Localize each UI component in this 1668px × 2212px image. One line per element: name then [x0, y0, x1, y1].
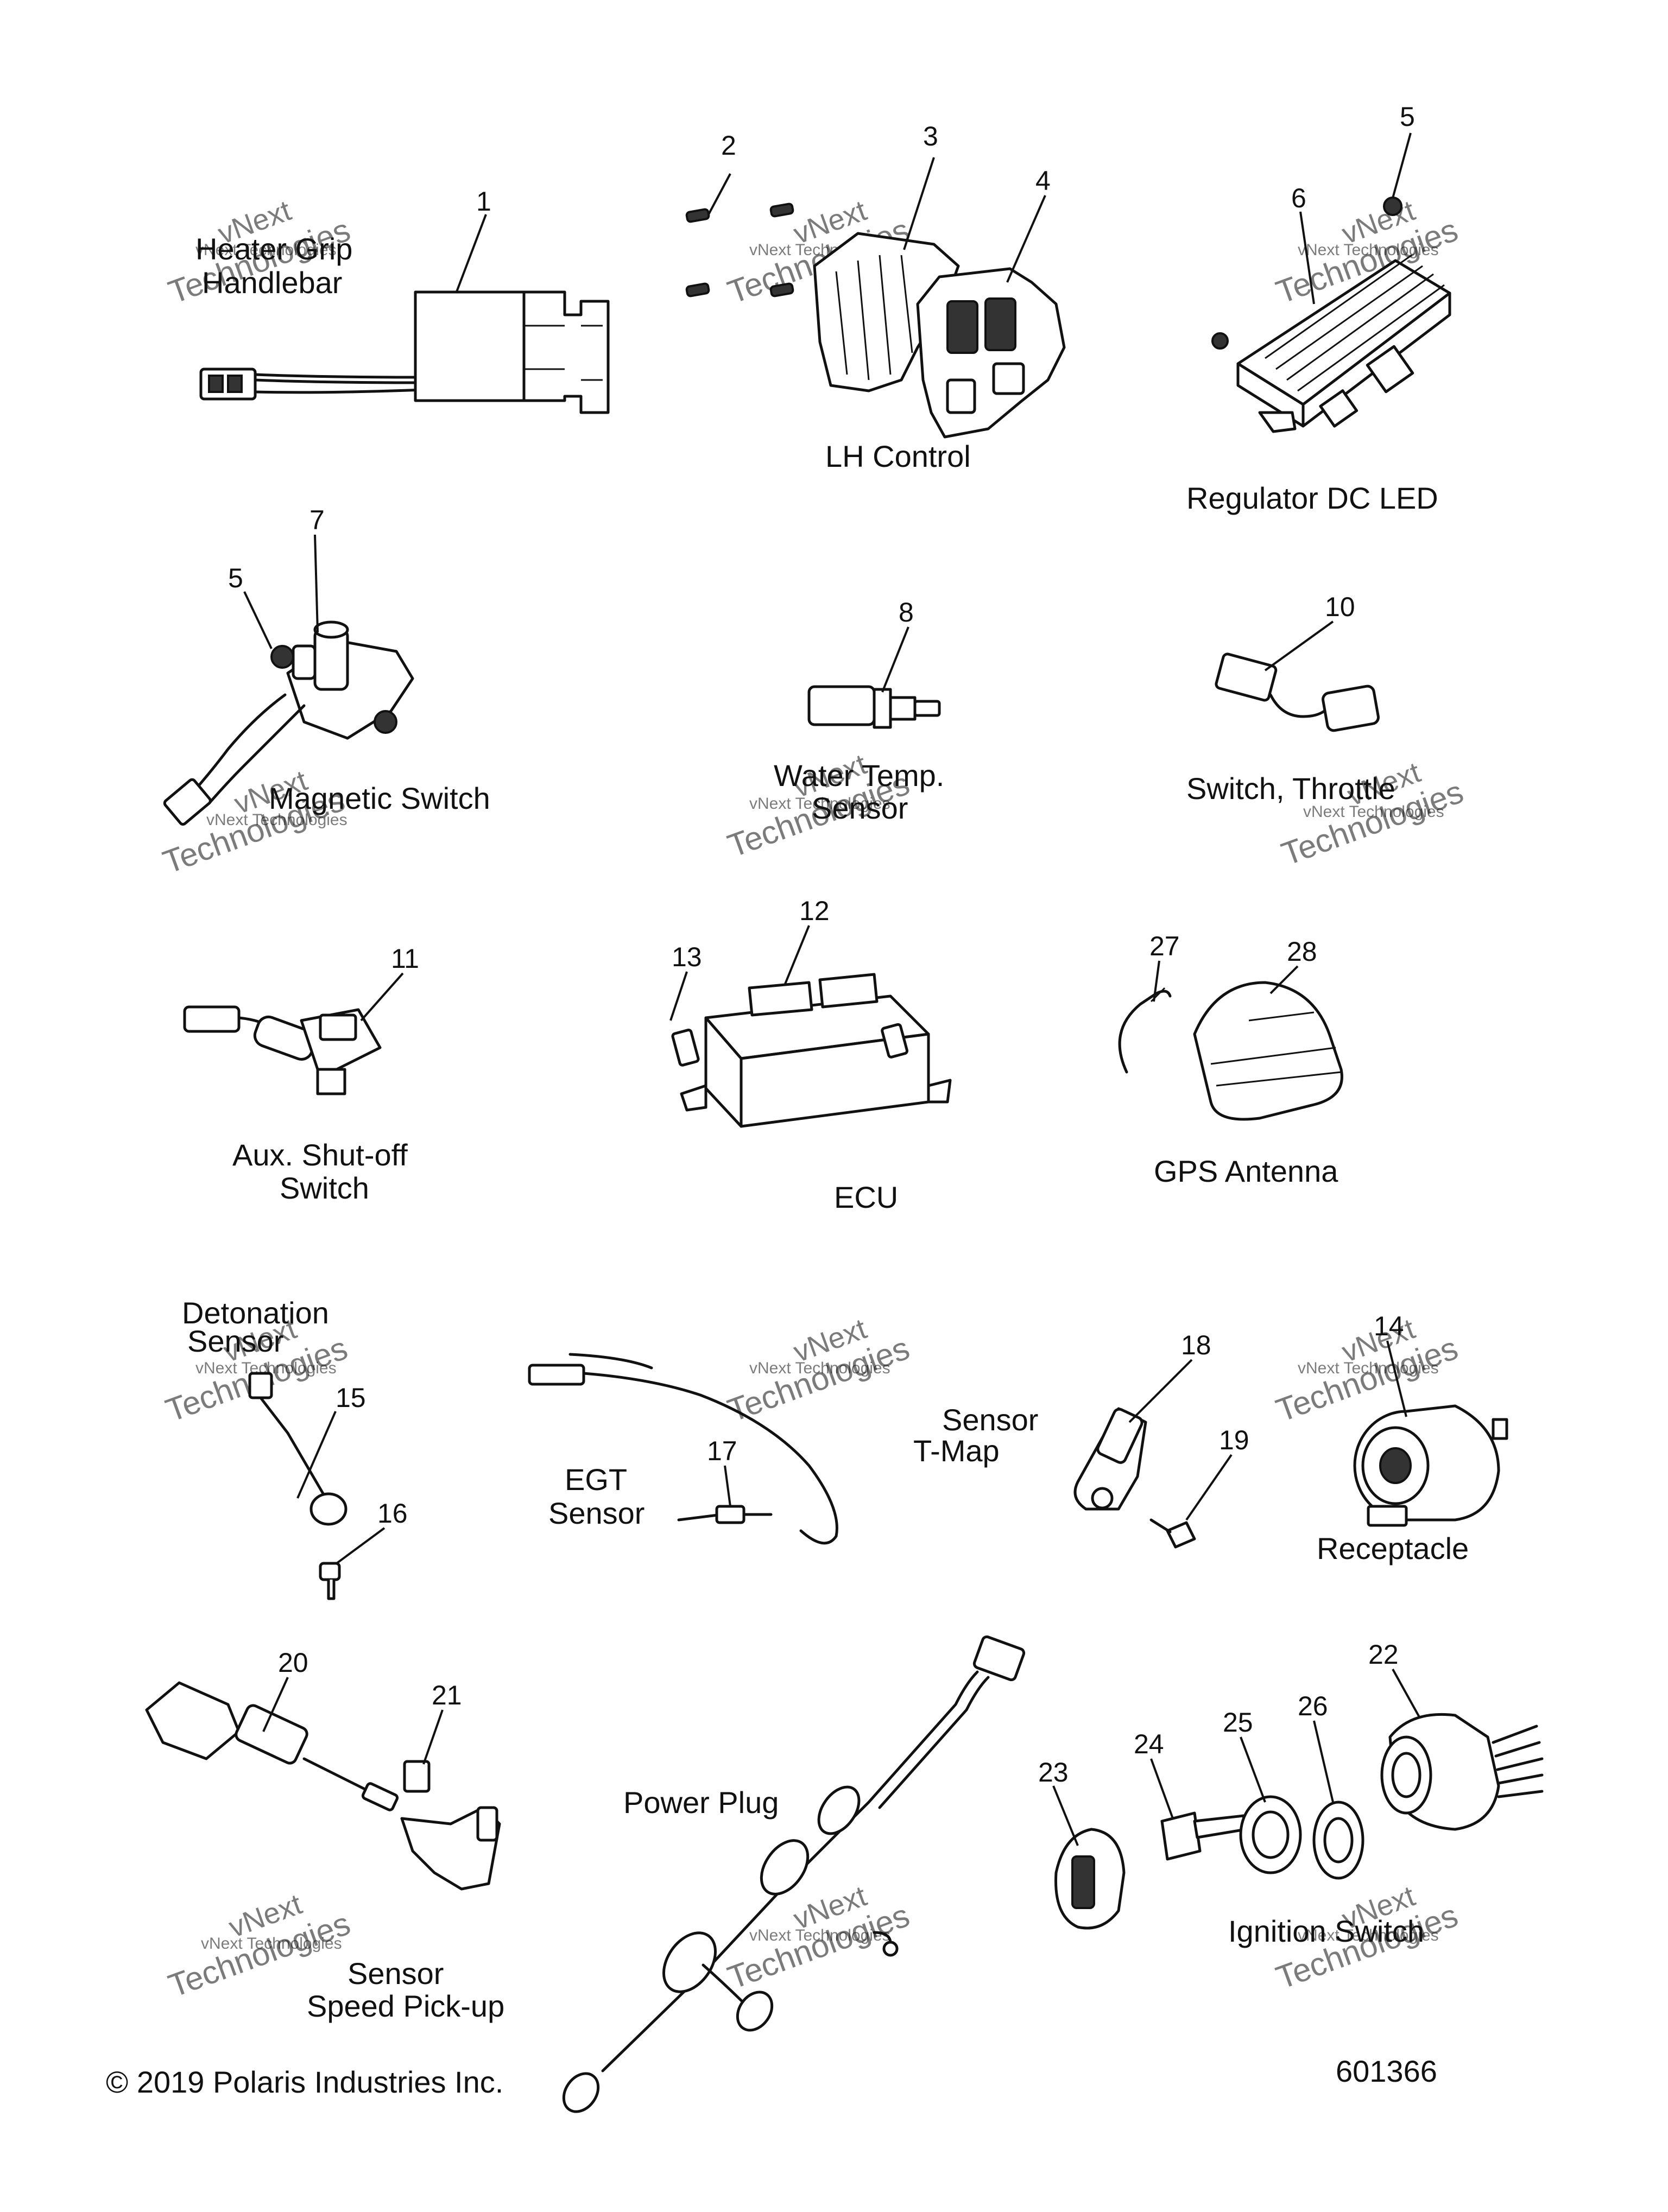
svg-text:vNext Technologies: vNext Technologies: [1298, 1926, 1439, 1944]
callout-16: 16: [377, 1498, 408, 1529]
svg-text:vNext Technologies: vNext Technologies: [201, 1935, 342, 1953]
tmap-sensor-label: Sensor: [942, 1403, 1038, 1437]
receptacle-label: Receptacle: [1317, 1531, 1469, 1565]
lh-control-label: LH Control: [825, 439, 971, 473]
diagram-id: 601366: [1336, 2054, 1437, 2088]
regulator-part: [1211, 132, 1451, 433]
water-temp-label: Water Temp.: [774, 758, 944, 793]
callout-18: 18: [1181, 1330, 1211, 1360]
callout-5: 5: [228, 563, 243, 593]
ecu-part: [669, 925, 952, 1128]
egt-sensor-part: [528, 1353, 838, 1545]
throttle-switch-part: [1215, 620, 1380, 732]
callout-25: 25: [1223, 1707, 1253, 1738]
detonation-sensor-label: Detonation: [182, 1296, 329, 1330]
aux-switch-label-2: Switch: [280, 1171, 369, 1205]
tmap-label: T-Map: [913, 1434, 1000, 1468]
water-temp-sensor-part: [807, 626, 941, 729]
gps-antenna-label: GPS Antenna: [1154, 1154, 1338, 1188]
callout-8: 8: [899, 597, 914, 628]
heater-grip-label: Heater Grip: [195, 232, 352, 266]
throttle-switch-label: Switch, Throttle: [1186, 771, 1395, 806]
callout-15: 15: [336, 1383, 366, 1413]
speed-pickup-label: Speed Pick-up: [307, 1989, 504, 2023]
callout-19: 19: [1219, 1425, 1249, 1455]
ignition-switch-label: Ignition Switch: [1228, 1914, 1424, 1948]
gps-antenna-part: [1118, 960, 1343, 1121]
callout-28: 28: [1287, 936, 1317, 967]
lh-control-part: [685, 157, 1066, 439]
aux-switch-label: Aux. Shut-off: [232, 1138, 408, 1172]
regulator-label: Regulator DC LED: [1186, 481, 1438, 515]
svg-text:vNext Technologies: vNext Technologies: [1298, 1359, 1439, 1377]
watermark: vNext vNext Technologies Technologies: [723, 1880, 914, 1996]
magnetic-switch-part: [163, 534, 414, 826]
watermark: vNext vNext Technologies Technologies: [164, 1888, 355, 2005]
handlebar-label: Handlebar: [202, 265, 342, 300]
callout-10: 10: [1325, 592, 1355, 622]
detonation-sensor-part: [248, 1372, 386, 1600]
egt-sensor-label: EGT: [565, 1462, 627, 1497]
callout-22: 22: [1368, 1639, 1399, 1670]
callout-26: 26: [1298, 1691, 1328, 1721]
speed-sensor-label: Sensor: [348, 1956, 444, 1991]
callout-14: 14: [1374, 1311, 1404, 1341]
power-plug-part: [562, 1635, 1026, 2113]
heater-grip-part: [199, 214, 610, 414]
tmap-sensor-part: [1073, 1359, 1233, 1549]
callout-24: 24: [1134, 1729, 1164, 1759]
egt-sensor-label-2: Sensor: [548, 1496, 645, 1530]
svg-text:vNext Technologies: vNext Technologies: [1303, 803, 1444, 821]
watermark: vNext vNext Technologies Technologies: [723, 1313, 914, 1429]
callout-12: 12: [799, 896, 830, 926]
callout-20: 20: [278, 1647, 308, 1678]
water-temp-sensor-label: Sensor: [812, 791, 908, 825]
callout-21: 21: [432, 1680, 462, 1710]
callout-1: 1: [476, 186, 491, 217]
callout-3: 3: [923, 121, 938, 151]
copyright-text: © 2019 Polaris Industries Inc.: [106, 2065, 503, 2099]
callout-23: 23: [1038, 1757, 1069, 1788]
magnetic-switch-label: Magnetic Switch: [269, 781, 490, 815]
callout-17: 17: [707, 1436, 737, 1466]
callout-27: 27: [1149, 931, 1180, 961]
callout-2: 2: [721, 130, 736, 161]
speed-sensor-part: [145, 1677, 501, 1891]
ecu-label: ECU: [834, 1180, 898, 1214]
svg-text:vNext Technologies: vNext Technologies: [749, 1359, 890, 1377]
svg-text:vNext Technologies: vNext Technologies: [749, 1926, 890, 1944]
callout-5: 5: [1400, 102, 1415, 132]
callout-7: 7: [309, 505, 325, 535]
screw-icon: [685, 202, 794, 297]
svg-text:vNext Technologies: vNext Technologies: [206, 811, 348, 829]
power-plug-label: Power Plug: [623, 1785, 779, 1820]
callout-13: 13: [672, 942, 702, 972]
callout-6: 6: [1291, 183, 1306, 213]
aux-switch-part: [183, 972, 404, 1095]
callout-4: 4: [1035, 166, 1051, 196]
detonation-sensor-label-2: Sensor: [187, 1324, 283, 1358]
callout-11: 11: [391, 943, 419, 974]
receptacle-part: [1353, 1340, 1508, 1527]
svg-text:vNext Technologies: vNext Technologies: [1298, 241, 1439, 259]
ignition-switch-part: [1052, 1669, 1544, 1930]
svg-text:vNext Technologies: vNext Technologies: [195, 241, 337, 259]
svg-text:vNext Technologies: vNext Technologies: [749, 795, 890, 813]
